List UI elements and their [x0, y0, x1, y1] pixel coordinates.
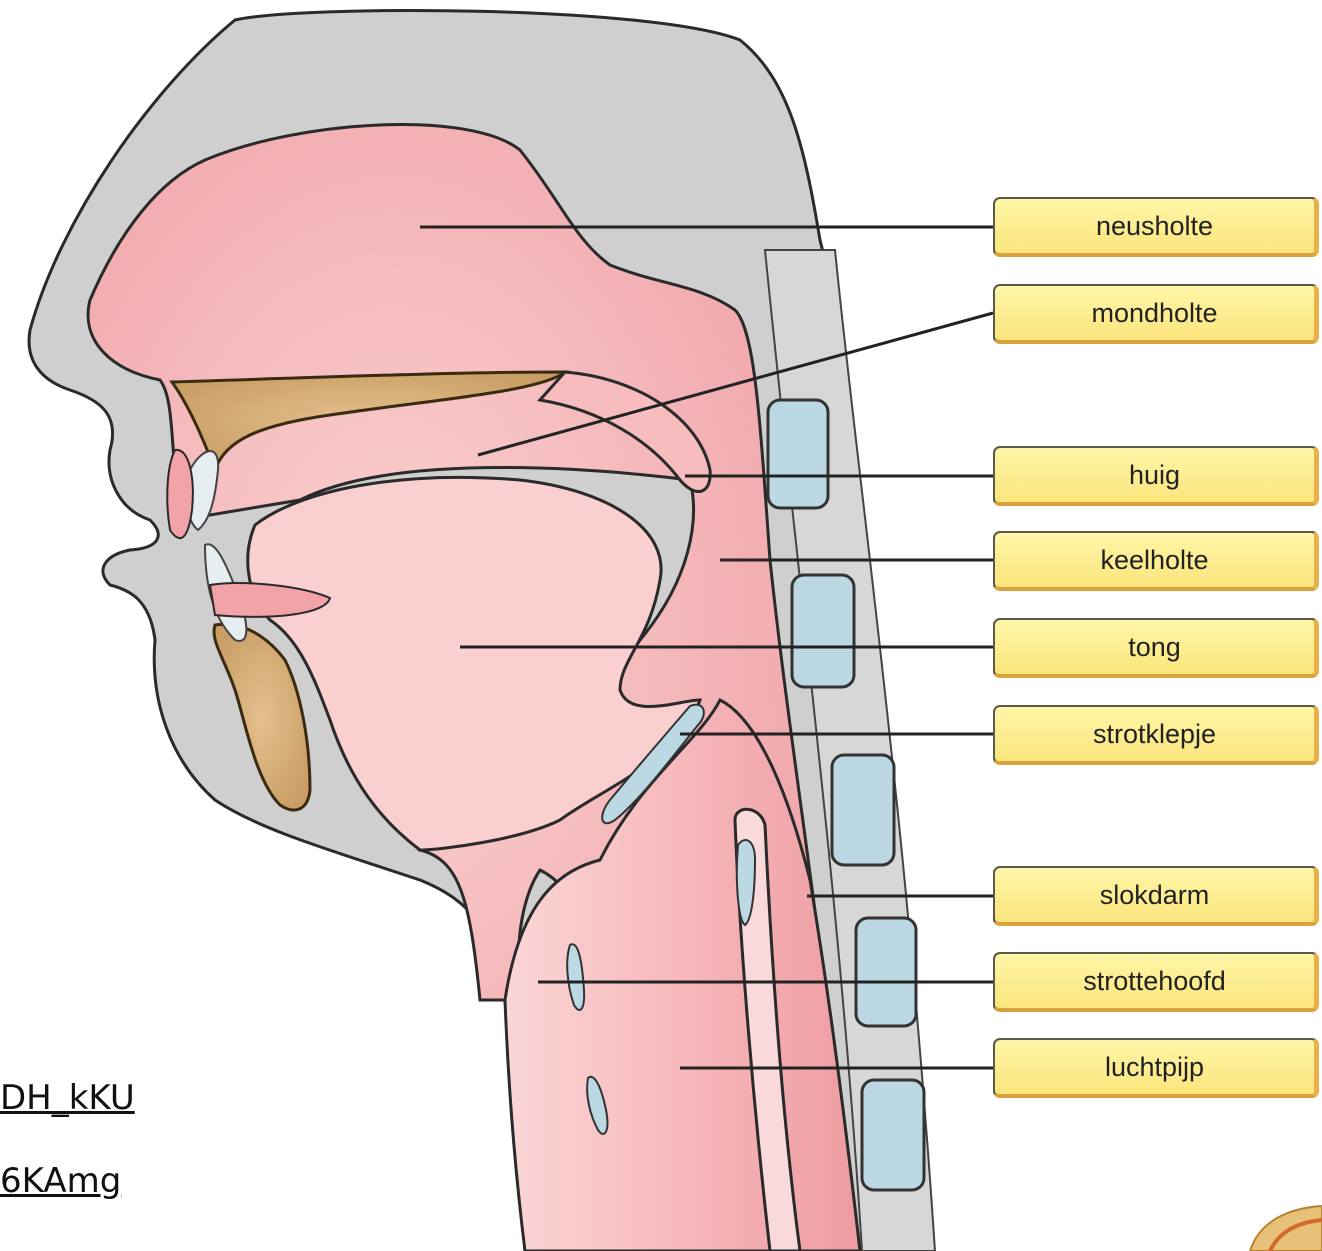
- label-strotklepje[interactable]: strotklepje: [993, 705, 1319, 765]
- link-text-1[interactable]: DH_kKU: [0, 1078, 135, 1118]
- link-text-2[interactable]: 6KAmg: [0, 1161, 121, 1201]
- label-luchtpijp[interactable]: luchtpijp: [993, 1038, 1319, 1098]
- label-slokdarm[interactable]: slokdarm: [993, 866, 1319, 926]
- label-strottehoofd[interactable]: strottehoofd: [993, 952, 1319, 1012]
- label-tong[interactable]: tong: [993, 618, 1319, 678]
- label-neusholte[interactable]: neusholte: [993, 197, 1319, 257]
- label-huig[interactable]: huig: [993, 446, 1319, 506]
- upper-lip: [167, 450, 193, 538]
- logo-fragment: [1250, 1206, 1322, 1251]
- label-keelholte[interactable]: keelholte: [993, 531, 1319, 591]
- label-mondholte[interactable]: mondholte: [993, 284, 1319, 344]
